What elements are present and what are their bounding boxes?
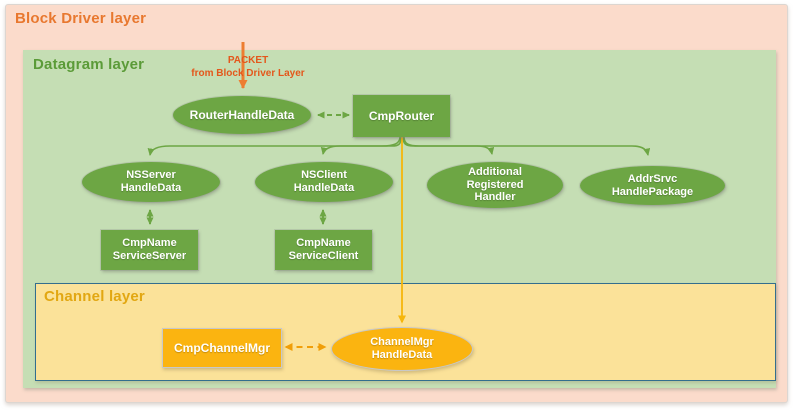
node-cmp-channel-mgr: CmpChannelMgr [162,328,282,368]
block-driver-layer-title: Block Driver layer [15,10,147,27]
node-label: RouterHandleData [189,107,295,122]
node-label-line: HandleData [120,182,182,194]
node-label-line: Handler [474,191,516,204]
node-channel-mgr-handle-data: ChannelMgr HandleData [331,327,473,371]
node-label-line: HandleData [371,349,433,361]
datagram-layer-title: Datagram layer [33,56,145,73]
node-router-handle-data: RouterHandleData [173,96,311,134]
node-label-line: Registered [466,178,524,191]
node-label-line: ServiceServer [112,250,187,262]
node-additional-registered-handler: Additional Registered Handler [427,162,563,208]
node-nsclient-handle-data: NSClient HandleData [255,162,393,202]
node-label-line: Additional [468,166,522,179]
node-label-line: ServiceClient [288,250,359,262]
node-label: CmpChannelMgr [174,340,270,355]
node-label-line: NSClient [301,169,347,181]
node-nsserver-handle-data: NSServer HandleData [82,162,220,202]
node-label-line: ChannelMgr [370,336,434,348]
node-addrsrvc-handle-package: AddrSrvc HandlePackage [580,166,725,205]
packet-annotation-line1: PACKET [227,55,269,66]
packet-annotation: PACKET from Block Driver Layer [178,54,318,80]
node-cmp-name-service-server: CmpName ServiceServer [101,230,198,270]
channel-layer-title: Channel layer [44,288,145,305]
node-label-line: NSServer [126,169,176,181]
node-cmp-name-service-client: CmpName ServiceClient [275,230,372,270]
node-label-line: HandlePackage [611,185,694,198]
node-label-line: AddrSrvc [627,172,678,185]
node-cmp-router: CmpRouter [353,95,450,137]
node-label-line: HandleData [293,182,355,194]
node-label-line: CmpName [296,237,351,249]
packet-annotation-line2: from Block Driver Layer [191,68,305,79]
node-label-line: CmpName [122,237,177,249]
node-label: CmpRouter [368,108,435,123]
